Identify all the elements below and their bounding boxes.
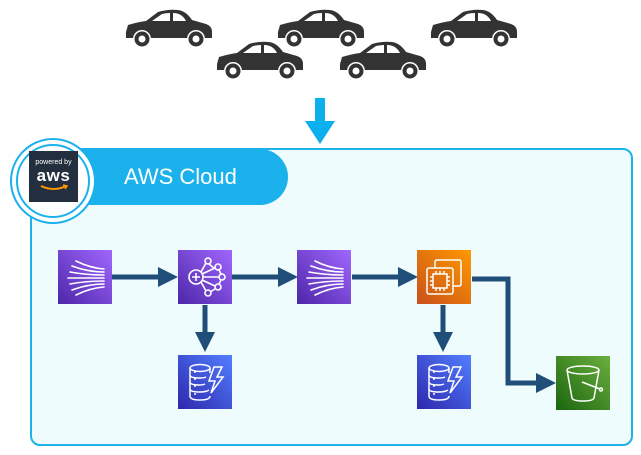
car-icon: [126, 9, 212, 48]
car-icon: [431, 9, 517, 48]
badge-ring-inner: [16, 144, 90, 218]
aws-smile-icon: [40, 184, 68, 190]
kinesis-data-analytics-node[interactable]: [178, 250, 232, 304]
kinesis-data-streams-node-1[interactable]: [58, 250, 112, 304]
aws-text: aws: [36, 166, 71, 185]
dynamodb-node-2[interactable]: [417, 355, 471, 409]
ec2-icon: [426, 259, 462, 295]
car-icon: [217, 41, 303, 80]
ingest-arrow: [305, 98, 335, 144]
s3-bucket-icon: [566, 365, 604, 402]
dynamodb-node-1[interactable]: [178, 355, 232, 409]
ec2-instances-node[interactable]: [417, 250, 471, 304]
kinesis-analytics-icon: [188, 257, 226, 297]
dynamodb-icon: [428, 363, 464, 401]
kinesis-icon: [67, 260, 105, 296]
powered-by-text: powered by: [35, 159, 72, 166]
s3-bucket-node[interactable]: [556, 356, 610, 410]
car-icon: [340, 41, 426, 80]
aws-cloud-label: AWS Cloud: [124, 164, 237, 189]
kinesis-data-streams-node-2[interactable]: [297, 250, 351, 304]
dynamodb-icon: [189, 363, 225, 401]
kinesis-icon: [306, 260, 344, 296]
powered-by-aws-logo: powered by aws: [29, 151, 78, 202]
